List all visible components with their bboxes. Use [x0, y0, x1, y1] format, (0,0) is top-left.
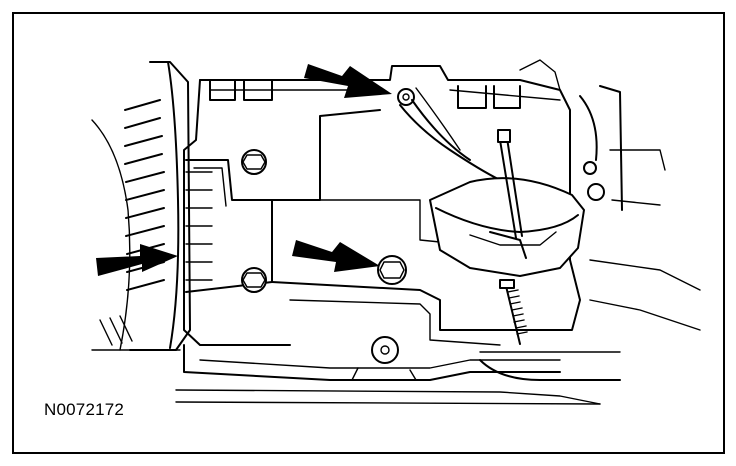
- lower-components: [175, 351, 621, 405]
- lower-left-bolt: [241, 267, 267, 293]
- left-grille: [91, 61, 191, 351]
- top-nut: [397, 88, 415, 106]
- right-mechanism: [579, 85, 701, 331]
- center-bolt: [377, 255, 407, 285]
- arrow-top-nut: [304, 64, 392, 98]
- arrow-center-bolt: [292, 240, 380, 272]
- cable-strap: [399, 87, 501, 181]
- upper-left-bolt: [241, 149, 267, 175]
- threaded-bolt: [499, 279, 528, 345]
- arrow-left-side: [96, 244, 178, 276]
- hold-down-clamp: [429, 177, 585, 277]
- figure-id-label: N0072172: [44, 400, 125, 419]
- hold-down-rod: [497, 129, 523, 239]
- bottom-round-boss: [351, 336, 417, 381]
